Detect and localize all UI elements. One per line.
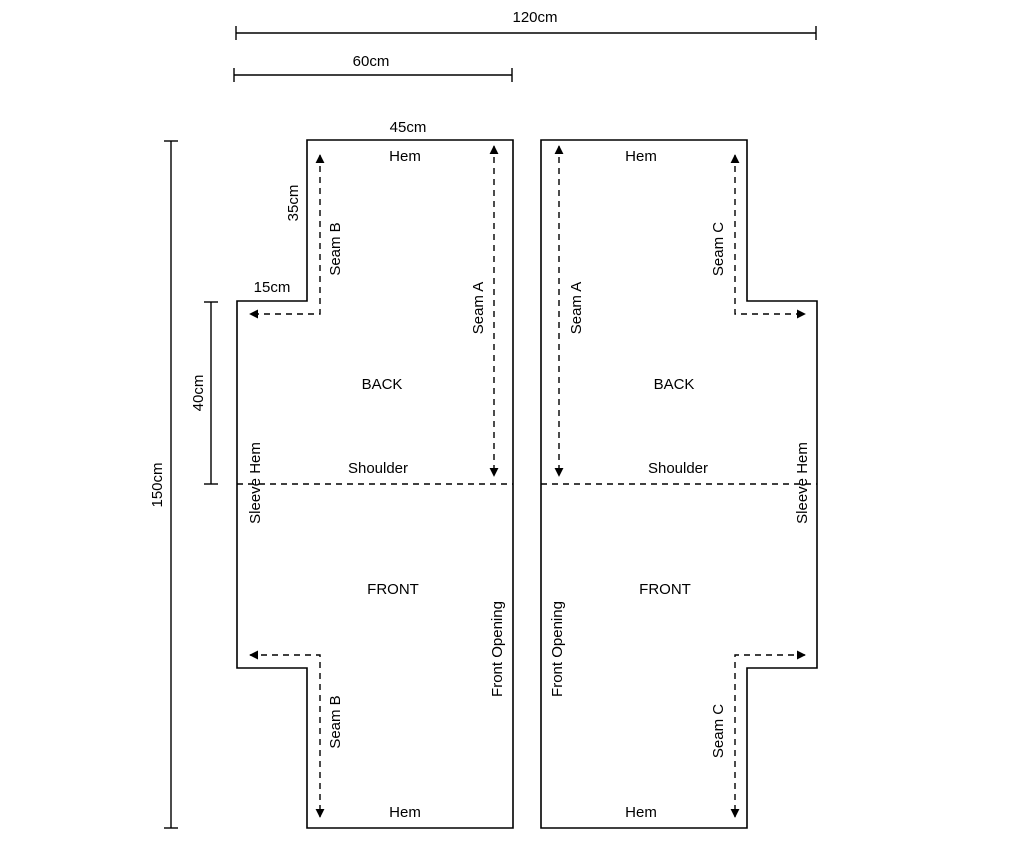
left-seam-b-bottom-label: Seam B — [327, 695, 344, 748]
left-pattern-piece: Hem Hem 45cm 35cm 15cm Seam B Seam B Sea… — [236, 119, 514, 829]
right-bottom-hem-label: Hem — [625, 804, 657, 821]
left-shoulder-label: Shoulder — [348, 460, 408, 477]
left-sleeve-hem-label: Sleeve Hem — [247, 442, 264, 524]
left-seam-b-top-label: Seam B — [327, 222, 344, 275]
dimension-40cm: 40cm — [190, 301, 218, 485]
left-top-hem-label: Hem — [389, 148, 421, 165]
dimension-120cm: 120cm — [235, 9, 817, 40]
dim-label-150cm: 150cm — [149, 462, 166, 507]
right-front-opening-label: Front Opening — [549, 601, 566, 697]
right-top-hem-label: Hem — [625, 148, 657, 165]
right-front-label: FRONT — [639, 581, 691, 598]
left-front-opening-label: Front Opening — [489, 601, 506, 697]
dim-label-40cm: 40cm — [190, 375, 207, 412]
dim-label-45cm: 45cm — [390, 119, 427, 136]
dim-label-120cm: 120cm — [512, 9, 557, 26]
right-back-label: BACK — [654, 376, 695, 393]
dim-label-35cm: 35cm — [285, 185, 302, 222]
left-bottom-hem-label: Hem — [389, 804, 421, 821]
right-sleeve-hem-label: Sleeve Hem — [794, 442, 811, 524]
right-seam-a-label: Seam A — [568, 282, 585, 335]
dim-label-15cm: 15cm — [254, 279, 291, 296]
right-pattern-piece: Hem Hem Seam C Seam C Seam A BACK Should… — [540, 139, 818, 829]
dimension-150cm: 150cm — [149, 140, 178, 829]
right-seam-c-bottom-arrow — [730, 650, 806, 818]
left-back-label: BACK — [362, 376, 403, 393]
dimension-60cm: 60cm — [233, 53, 513, 82]
left-seam-b-bottom-arrow — [249, 650, 325, 818]
dim-label-60cm: 60cm — [353, 53, 390, 70]
left-front-label: FRONT — [367, 581, 419, 598]
left-seam-a-label: Seam A — [470, 282, 487, 335]
left-seam-b-top-arrow — [249, 154, 325, 319]
right-seam-c-top-arrow — [730, 154, 806, 319]
right-shoulder-label: Shoulder — [648, 460, 708, 477]
right-seam-c-top-label: Seam C — [710, 222, 727, 276]
right-seam-c-bottom-label: Seam C — [710, 704, 727, 758]
